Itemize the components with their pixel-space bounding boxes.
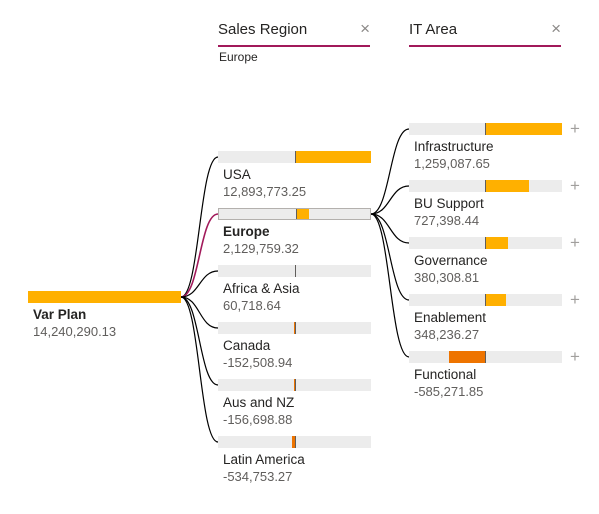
node-bar-fill (485, 180, 530, 192)
zero-line (296, 209, 297, 219)
tree-node[interactable]: Functional -585,271.85 (409, 351, 562, 401)
node-label: Infrastructure (414, 139, 494, 154)
tree-node[interactable]: Infrastructure 1,259,087.65 (409, 123, 562, 173)
node-bar-fill (296, 209, 309, 219)
node-label: Functional (414, 367, 477, 382)
tree-node[interactable]: BU Support 727,398.44 (409, 180, 562, 230)
node-value: 1,259,087.65 (414, 156, 490, 171)
root-node[interactable]: Var Plan 14,240,290.13 (28, 291, 181, 341)
expand-plus-icon[interactable]: + (570, 233, 580, 252)
node-bar (409, 180, 562, 192)
zero-line (485, 351, 486, 363)
zero-line (485, 180, 486, 192)
connector-line (180, 296, 219, 329)
node-bar (218, 436, 371, 448)
tree-node[interactable]: Latin America -534,753.27 (218, 436, 371, 486)
connector-line (370, 128, 410, 215)
node-value: -585,271.85 (414, 384, 484, 399)
node-bar-fill (294, 322, 295, 334)
tree-node[interactable]: Enablement 348,236.27 (409, 294, 562, 344)
expand-plus-icon[interactable]: + (570, 119, 580, 138)
node-bar (218, 151, 371, 163)
zero-line (295, 436, 296, 448)
node-bar (218, 265, 371, 277)
connector-line (180, 296, 219, 386)
expand-plus-icon[interactable]: + (570, 290, 580, 309)
tree-node[interactable]: Governance 380,308.81 (409, 237, 562, 287)
connector-line (370, 185, 410, 215)
node-bar (409, 123, 562, 135)
close-icon[interactable]: × (551, 19, 561, 38)
tree-node[interactable]: Europe 2,129,759.32 (218, 208, 371, 258)
node-value: 60,718.64 (223, 298, 281, 313)
node-label: Governance (414, 253, 488, 268)
connector-line (180, 156, 219, 298)
node-bar (409, 351, 562, 363)
node-label: Var Plan (33, 307, 87, 322)
node-label: USA (223, 167, 251, 182)
tree-node[interactable]: Aus and NZ -156,698.88 (218, 379, 371, 429)
node-bar-fill (485, 237, 509, 249)
node-bar (218, 208, 371, 220)
zero-line (485, 237, 486, 249)
tree-node[interactable]: USA 12,893,773.25 (218, 151, 371, 201)
level-title: IT Area (409, 21, 458, 38)
close-icon[interactable]: × (360, 19, 370, 38)
node-bar-fill (449, 351, 485, 363)
node-value: -156,698.88 (223, 412, 293, 427)
connector-line (370, 213, 410, 301)
node-bar (218, 379, 371, 391)
zero-line (485, 123, 486, 135)
node-value: 727,398.44 (414, 213, 480, 228)
node-bar (409, 294, 562, 306)
zero-line (295, 322, 296, 334)
node-value: 12,893,773.25 (223, 184, 307, 199)
node-bar-fill (291, 436, 295, 448)
connector-line (370, 213, 410, 244)
node-value: -152,508.94 (223, 355, 293, 370)
node-label: Enablement (414, 310, 487, 325)
node-value: 348,236.27 (414, 327, 480, 342)
zero-line (295, 265, 296, 277)
connector-line (180, 213, 219, 298)
tree-node[interactable]: Canada -152,508.94 (218, 322, 371, 372)
level-filter-value: Europe (219, 50, 258, 64)
level-title: Sales Region (218, 21, 308, 38)
zero-line (485, 294, 486, 306)
node-value: -534,753.27 (223, 469, 293, 484)
node-label: Canada (223, 338, 271, 353)
node-label: BU Support (414, 196, 484, 211)
node-bar-fill (485, 123, 562, 135)
node-bar-fill (485, 294, 507, 306)
node-value: 380,308.81 (414, 270, 480, 285)
node-label: Africa & Asia (223, 281, 300, 296)
expand-plus-icon[interactable]: + (570, 176, 580, 195)
connector-line (180, 296, 219, 443)
zero-line (295, 151, 296, 163)
node-label: Aus and NZ (223, 395, 295, 410)
node-label: Europe (223, 224, 270, 239)
level-header-sales-region[interactable]: Sales Region × (218, 19, 370, 47)
level-header-it-area[interactable]: IT Area × (409, 19, 561, 47)
connector-line (180, 270, 219, 298)
root-bar (28, 291, 181, 303)
node-value: 14,240,290.13 (33, 324, 117, 339)
zero-line (295, 379, 296, 391)
node-bar-fill (295, 151, 371, 163)
node-bar (218, 322, 371, 334)
node-bar (409, 237, 562, 249)
node-value: 2,129,759.32 (223, 241, 299, 256)
expand-plus-icon[interactable]: + (570, 347, 580, 366)
node-label: Latin America (223, 452, 305, 467)
tree-node[interactable]: Africa & Asia 60,718.64 (218, 265, 371, 315)
connector-line (370, 213, 410, 358)
node-bar-fill (294, 379, 295, 391)
